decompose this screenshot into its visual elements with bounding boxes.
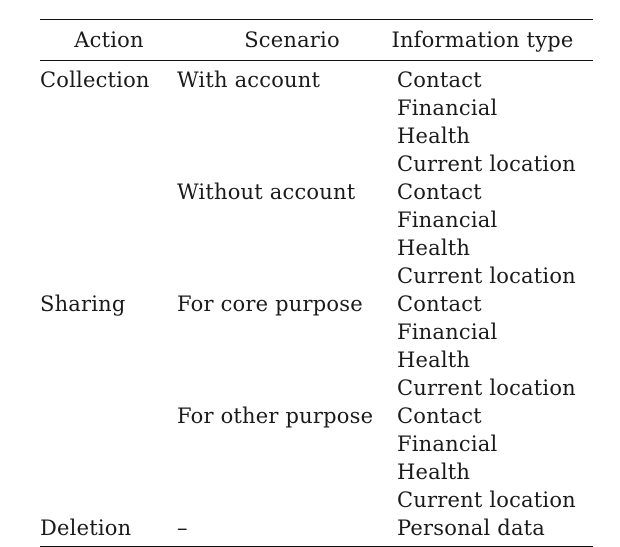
table-row: Collection With account Contact (40, 61, 593, 94)
cell-scenario (177, 318, 397, 346)
table-row: Financial (40, 318, 593, 346)
cell-scenario (177, 458, 397, 486)
cell-scenario: For other purpose (177, 404, 374, 428)
cell-action (40, 430, 177, 458)
table-row: Health (40, 234, 593, 262)
cell-action: Sharing (40, 292, 126, 316)
cell-scenario (177, 346, 397, 374)
cell-information-type: Financial (397, 208, 498, 232)
table-row: Sharing For core purpose Contact (40, 290, 593, 318)
cell-information-type: Current location (397, 264, 576, 288)
cell-action (40, 318, 177, 346)
data-table: Action Scenario Information type Collect… (40, 19, 593, 547)
cell-action (40, 458, 177, 486)
cell-information-type: Health (397, 460, 471, 484)
cell-action (40, 178, 177, 206)
cell-scenario (177, 94, 397, 122)
table-row: Health (40, 122, 593, 150)
cell-information-type: Contact (397, 404, 482, 428)
table-row: Deletion – Personal data (40, 514, 593, 546)
table-row: Current location (40, 262, 593, 290)
cell-action: Collection (40, 68, 150, 92)
table-row: Financial (40, 94, 593, 122)
cell-information-type: Current location (397, 488, 576, 512)
header-rule (40, 60, 593, 61)
header-row: Action Scenario Information type (40, 20, 593, 60)
cell-action (40, 94, 177, 122)
cell-action (40, 206, 177, 234)
cell-scenario: With account (177, 68, 321, 92)
cell-action (40, 262, 177, 290)
table-row: Without account Contact (40, 178, 593, 206)
table-row: For other purpose Contact (40, 402, 593, 430)
cell-scenario (177, 486, 397, 514)
top-rule (40, 19, 593, 20)
cell-scenario: Without account (177, 180, 356, 204)
table-header: Action Scenario Information type (40, 20, 593, 60)
cell-information-type: Health (397, 348, 471, 372)
cell-scenario (177, 430, 397, 458)
cell-information-type: Financial (397, 432, 498, 456)
cell-action (40, 374, 177, 402)
cell-action (40, 122, 177, 150)
cell-scenario: – (177, 516, 188, 540)
table-row: Current location (40, 486, 593, 514)
cell-scenario: For core purpose (177, 292, 363, 316)
cell-information-type: Personal data (397, 516, 546, 540)
cell-scenario (177, 150, 397, 178)
cell-information-type: Contact (397, 292, 482, 316)
table-row: Current location (40, 150, 593, 178)
cell-information-type: Contact (397, 68, 482, 92)
cell-information-type: Contact (397, 180, 482, 204)
cell-information-type: Financial (397, 96, 498, 120)
cell-information-type: Financial (397, 320, 498, 344)
cell-scenario (177, 234, 397, 262)
table-row: Financial (40, 206, 593, 234)
cell-action (40, 486, 177, 514)
table-row: Financial (40, 430, 593, 458)
cell-information-type: Health (397, 236, 471, 260)
cell-information-type: Current location (397, 376, 576, 400)
cell-scenario (177, 374, 397, 402)
table-row: Health (40, 346, 593, 374)
cell-information-type: Current location (397, 152, 576, 176)
cell-action (40, 402, 177, 430)
table-row: Health (40, 458, 593, 486)
table-row: Current location (40, 374, 593, 402)
cell-action (40, 234, 177, 262)
header-action: Action (74, 28, 144, 52)
cell-scenario (177, 206, 397, 234)
information-table: Action Scenario Information type (40, 20, 593, 60)
cell-scenario (177, 262, 397, 290)
cell-scenario (177, 122, 397, 150)
cell-action (40, 150, 177, 178)
cell-action (40, 346, 177, 374)
header-information-type: Information type (391, 28, 574, 52)
cell-information-type: Health (397, 124, 471, 148)
cell-action: Deletion (40, 516, 132, 540)
header-scenario: Scenario (244, 28, 340, 52)
